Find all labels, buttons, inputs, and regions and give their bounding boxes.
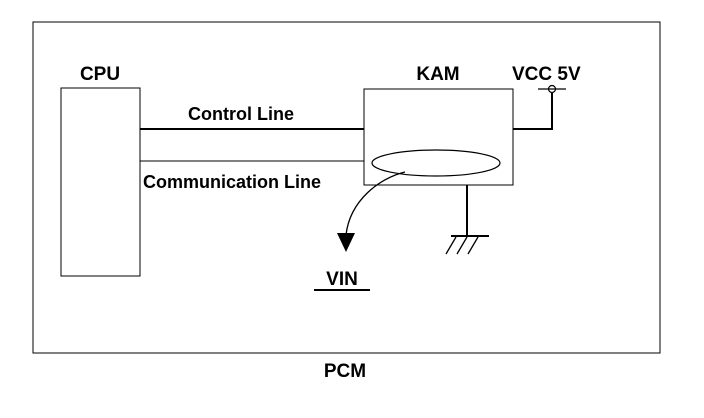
pcm-enclosure [32,21,661,354]
vcc-wire [513,93,553,130]
ground-icon [445,185,489,255]
communication-line-label: Communication Line [143,172,321,192]
vin-label: VIN [326,269,358,290]
kam-label: KAM [416,64,459,85]
pcm-label: PCM [324,361,366,382]
control-line-label: Control Line [188,104,294,124]
vin-arrowhead-icon [337,233,355,252]
cpu-label: CPU [80,64,120,85]
communication-pin-highlight [371,149,501,177]
kam-block [363,88,514,186]
vin-arrow-curve [345,171,406,236]
cpu-block [60,87,141,277]
vcc-label: VCC 5V [512,64,581,85]
